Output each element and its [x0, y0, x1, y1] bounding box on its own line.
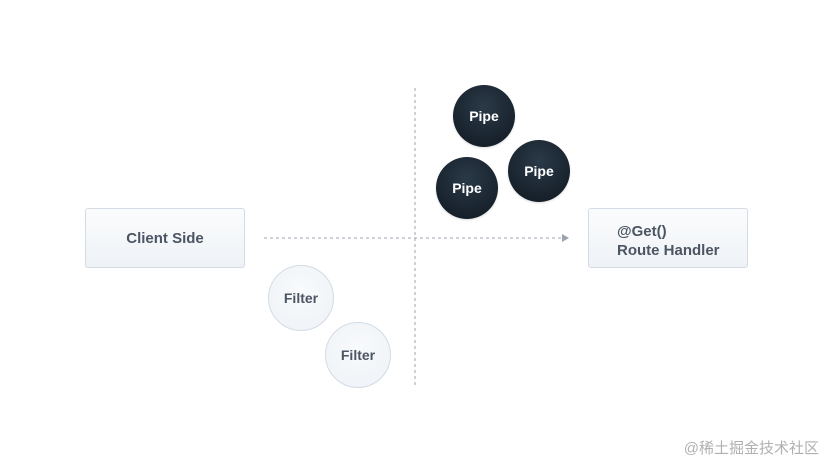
- client-side-label: Client Side: [126, 229, 204, 247]
- filter-node-lower: Filter: [325, 322, 391, 388]
- filter-node-upper: Filter: [268, 265, 334, 331]
- watermark-text: @稀土掘金技术社区: [683, 440, 819, 457]
- request-arrow-head: [562, 234, 569, 242]
- route-handler-label: Route Handler: [617, 242, 720, 259]
- pipe-label: Pipe: [524, 163, 554, 179]
- pipe-node-right: Pipe: [508, 140, 570, 202]
- route-handler-decorator: @Get(): [617, 223, 667, 240]
- pipe-node-top: Pipe: [453, 85, 515, 147]
- client-side-box: Client Side: [85, 208, 245, 268]
- filter-label: Filter: [283, 290, 319, 306]
- pipe-node-left: Pipe: [436, 157, 498, 219]
- pipe-label: Pipe: [469, 108, 499, 124]
- filter-label: Filter: [340, 347, 376, 363]
- route-handler-box: @Get() Route Handler: [588, 208, 748, 268]
- pipe-label: Pipe: [452, 180, 482, 196]
